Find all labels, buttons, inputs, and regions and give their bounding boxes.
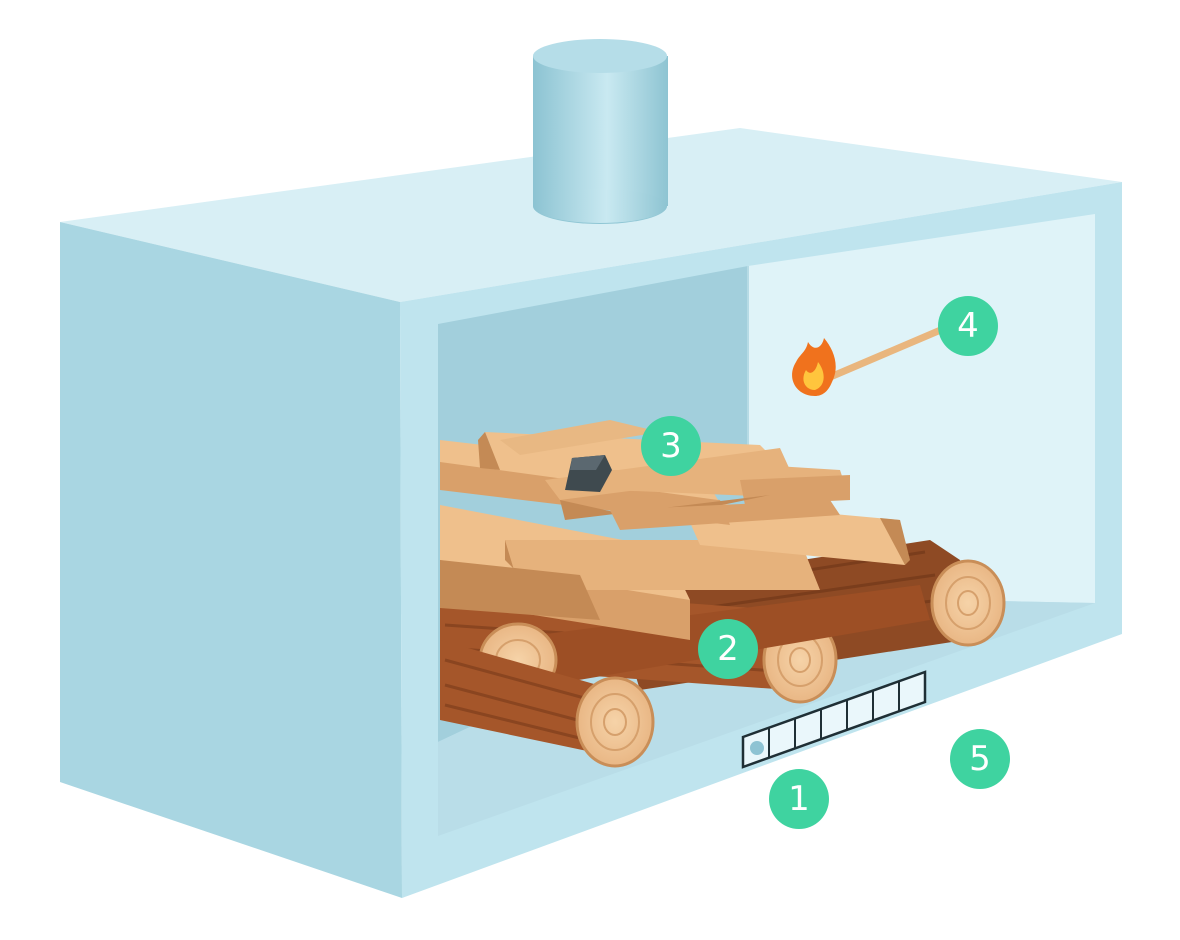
log-end-right [930, 559, 1006, 647]
marker-3: 3 [641, 416, 701, 476]
inner-right-wall [748, 214, 1095, 603]
marker-3-label: 3 [660, 426, 682, 466]
marker-2-label: 2 [717, 629, 739, 669]
lit-match-icon [792, 322, 954, 396]
marker-5: 5 [950, 729, 1010, 789]
marker-1-label: 1 [788, 779, 810, 819]
marker-4-label: 4 [957, 306, 979, 346]
marker-1: 1 [769, 769, 829, 829]
box-left-face [60, 222, 402, 898]
marker-4: 4 [938, 296, 998, 356]
marker-2: 2 [698, 619, 758, 679]
log-end-front [575, 676, 655, 768]
inner-floor [438, 596, 1095, 836]
marker-5-label: 5 [969, 739, 991, 779]
chimney-icon [533, 39, 668, 224]
air-vent-icon [741, 670, 927, 769]
